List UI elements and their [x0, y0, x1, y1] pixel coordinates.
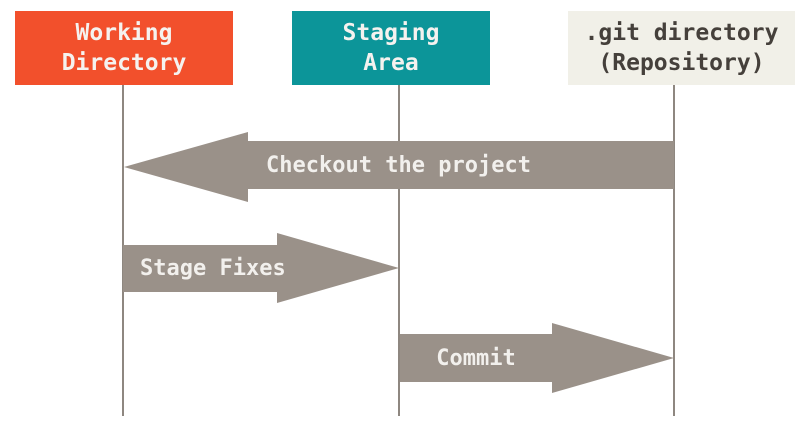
- staging-area-lifeline: [398, 85, 400, 416]
- working-directory-box: Working Directory: [15, 11, 233, 85]
- stage-fixes-arrow-label: Stage Fixes: [140, 256, 286, 281]
- git-directory-label-line1: .git directory: [584, 20, 779, 46]
- staging-area-box: Staging Area: [292, 11, 490, 85]
- stage-fixes-arrow-head-icon: [277, 233, 399, 303]
- commit-arrow-head-icon: [552, 323, 674, 393]
- checkout-arrow-shaft: [247, 141, 674, 189]
- staging-area-label-line1: Staging: [342, 20, 440, 46]
- commit-arrow-label: Commit: [436, 345, 516, 371]
- commit-arrow-shaft: [400, 334, 552, 382]
- working-directory-label-line2: Directory: [61, 50, 187, 76]
- git-directory-label-line2: (Repository): [598, 50, 765, 76]
- git-directory-lifeline: [673, 85, 675, 416]
- staging-area-label-line2: Area: [363, 50, 419, 76]
- checkout-arrow-head-icon: [124, 132, 248, 202]
- working-directory-label-line1: Working: [75, 20, 173, 46]
- stage-fixes-arrow-shaft: [123, 245, 277, 292]
- git-directory-box: .git directory (Repository): [568, 11, 795, 85]
- checkout-arrow-label: Checkout the project: [266, 152, 531, 178]
